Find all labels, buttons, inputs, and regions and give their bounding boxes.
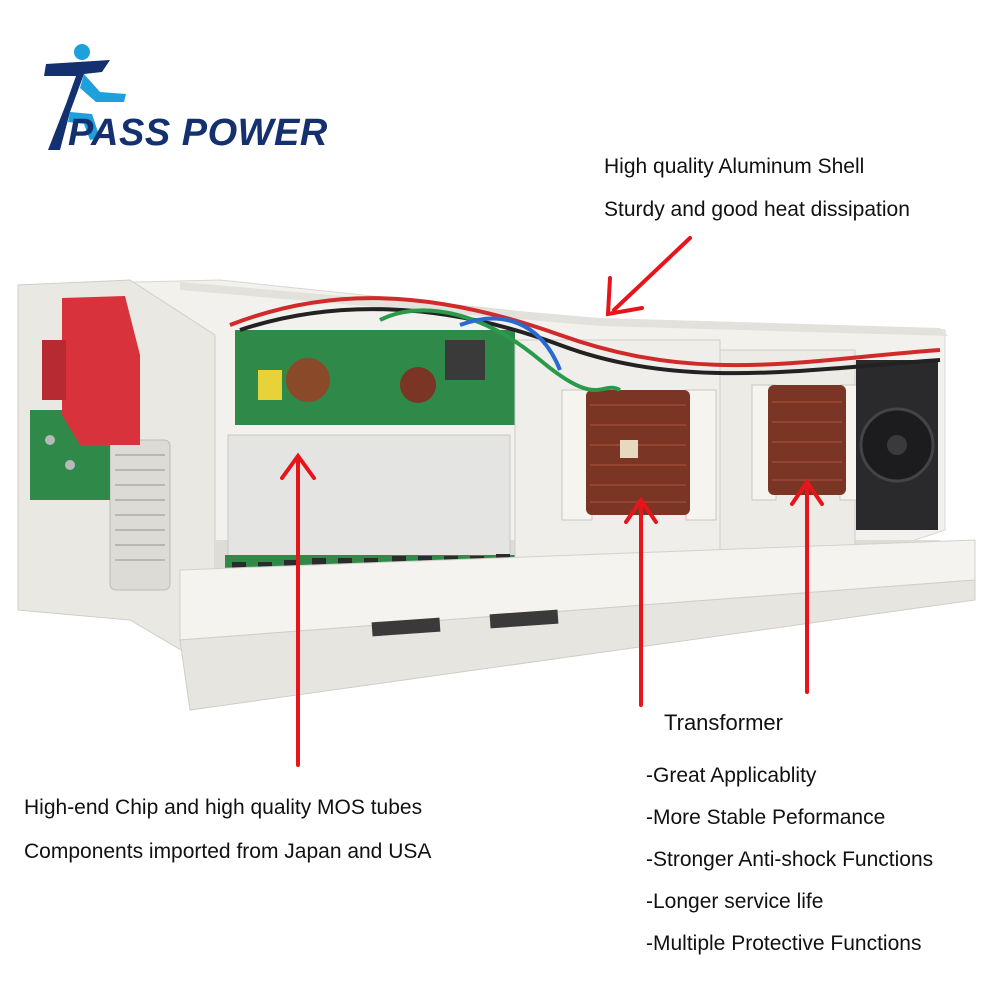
inverter-product-photo: [17, 279, 976, 711]
transformer-feature: -Multiple Protective Functions: [646, 932, 922, 955]
transformer-title: Transformer: [664, 710, 783, 735]
shell-feature-line-1: High quality Aluminum Shell: [604, 155, 865, 178]
brand-name: PASS POWER: [68, 112, 328, 154]
shell-feature-line-2: Sturdy and good heat dissipation: [604, 198, 910, 221]
transformer-feature: -Great Applicablity: [646, 764, 817, 787]
transformer-feature: -Stronger Anti-shock Functions: [646, 848, 934, 871]
transformer-feature: -More Stable Peformance: [646, 806, 886, 829]
running-man-logo-icon: [44, 44, 126, 150]
chip-feature-line-1: High-end Chip and high quality MOS tubes: [24, 796, 423, 819]
transformer-feature: -Longer service life: [646, 890, 824, 913]
chip-feature-line-2: Components imported from Japan and USA: [24, 840, 432, 863]
